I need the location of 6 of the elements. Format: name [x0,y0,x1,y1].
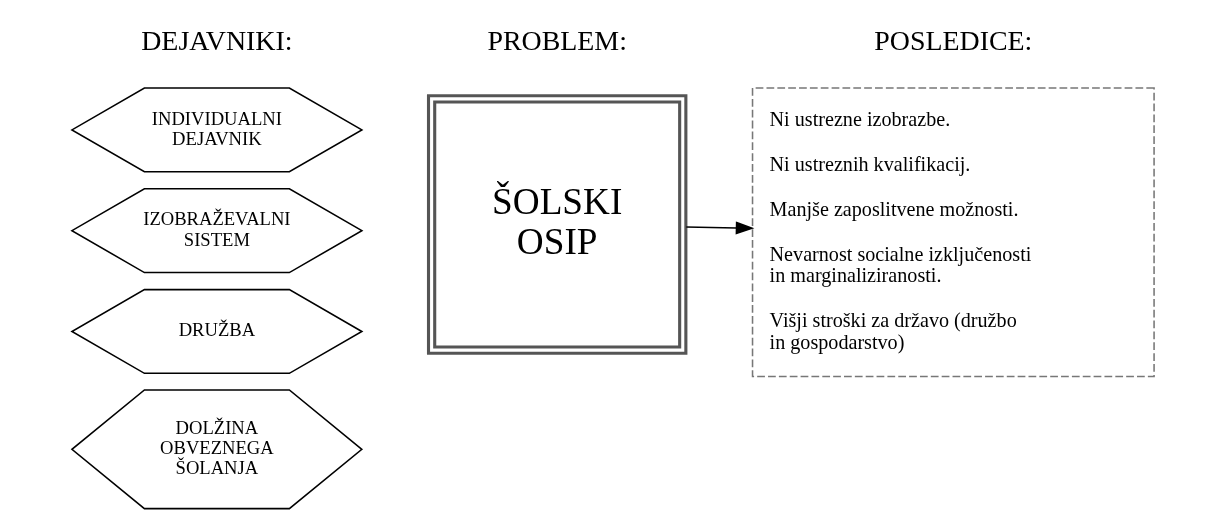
node-box: ŠOLSKI OSIP [426,93,688,355]
arrow [685,221,755,234]
label: POSLEDICE: [874,24,1033,56]
label: DEJAVNIKI: [141,24,293,56]
label: PROBLEM: [487,24,627,56]
node-box: Ni ustrezne izobrazbe. Ni ustreznih kvalifikacij. Manjše zaposlitvene možnosti. Nevarnost socialne izključenosti in marginaliziranosti. Višji stroški za državo (družbo in gospodarstvo) [751,86,1155,377]
